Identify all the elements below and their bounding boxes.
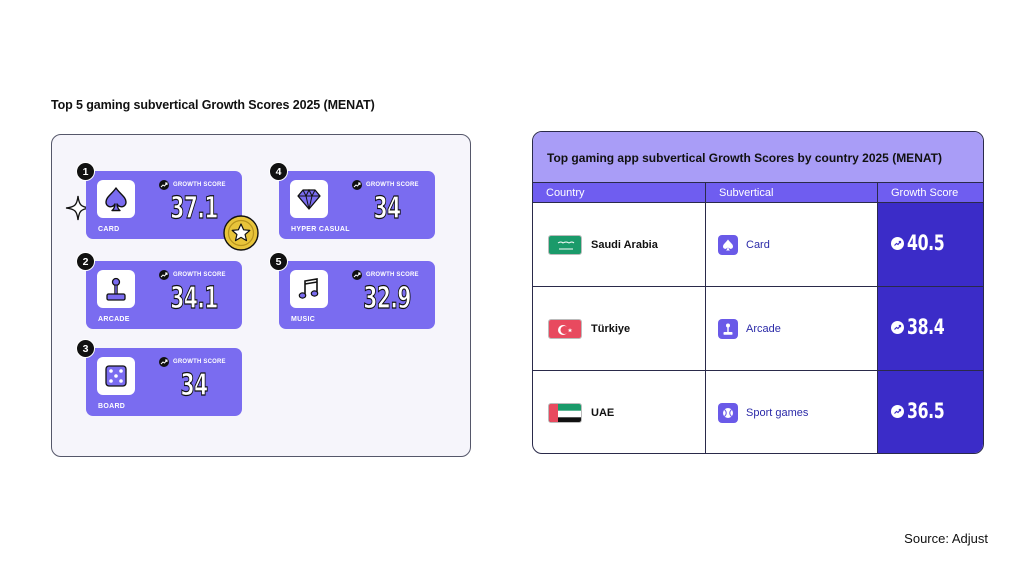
card-label: MUSIC — [291, 316, 316, 323]
diamond-icon — [297, 188, 321, 210]
star-medal-icon — [223, 215, 259, 251]
header-growth-score: Growth Score — [891, 187, 959, 199]
growth-score-value: 32.9 — [363, 280, 412, 316]
growth-score-tag: GROWTH SCORE — [159, 270, 226, 280]
subvertical-card-card: 1 CARD GROWTH SCORE 37.1 — [76, 162, 242, 239]
source-note: Source: Adjust — [904, 531, 988, 546]
table-header: Country Subvertical Growth Score — [533, 183, 983, 203]
growth-score-tag: GROWTH SCORE — [159, 180, 226, 190]
subvertical-name: Card — [746, 239, 770, 251]
spade-icon — [718, 235, 738, 255]
card-label: BOARD — [98, 403, 126, 410]
sparkle-icon — [65, 195, 91, 221]
joystick-icon — [106, 277, 126, 301]
trend-up-icon — [891, 405, 904, 418]
growth-score-value: 34 — [180, 367, 209, 403]
ball-icon — [718, 403, 738, 423]
table-row: Saudi Arabia Card 40.5 — [533, 203, 983, 286]
card-tile — [290, 180, 328, 218]
growth-score-label: GROWTH SCORE — [173, 359, 226, 365]
growth-score-tag: GROWTH SCORE — [352, 270, 419, 280]
growth-score-value: 40.5 — [907, 231, 945, 255]
country-name: Saudi Arabia — [591, 239, 658, 251]
table-row: Türkiye Arcade 38.4 — [533, 287, 983, 370]
rank-badge: 2 — [76, 252, 95, 271]
card-tile — [97, 180, 135, 218]
top5-panel: 1 CARD GROWTH SCORE 37.1 2 ARCADE — [51, 134, 471, 457]
header-subvertical: Subvertical — [719, 187, 774, 199]
joystick-icon — [718, 319, 738, 339]
spade-icon — [105, 187, 127, 212]
row-divider — [533, 370, 983, 372]
growth-score-label: GROWTH SCORE — [366, 272, 419, 278]
rank-badge: 3 — [76, 339, 95, 358]
subvertical-card-board: 3 BOARD GROWTH SCORE 34 — [76, 339, 242, 416]
subvertical-card-arcade: 2 ARCADE GROWTH SCORE 34.1 — [76, 252, 242, 329]
subvertical-name: Sport games — [746, 407, 809, 419]
trend-up-icon — [352, 180, 362, 190]
card-label: CARD — [98, 226, 120, 233]
uae-flag — [548, 403, 582, 423]
growth-score-tag: GROWTH SCORE — [159, 357, 226, 367]
music-note-icon — [298, 278, 319, 299]
card-label: ARCADE — [98, 316, 130, 323]
growth-score-value: 34.1 — [170, 280, 219, 316]
subvertical-card-music: 5 MUSIC GROWTH SCORE 32.9 — [269, 252, 435, 329]
trend-up-icon — [159, 357, 169, 367]
turkiye-flag — [548, 319, 582, 339]
growth-score-label: GROWTH SCORE — [173, 272, 226, 278]
column-divider — [705, 183, 707, 453]
card-tile — [97, 357, 135, 395]
trend-up-icon — [891, 237, 904, 250]
growth-score-tag: GROWTH SCORE — [352, 180, 419, 190]
card-tile — [290, 270, 328, 308]
row-divider — [533, 286, 983, 288]
trend-up-icon — [891, 321, 904, 334]
card-label: HYPER CASUAL — [291, 226, 350, 233]
rank-badge: 4 — [269, 162, 288, 181]
table-title: Top gaming app subvertical Growth Scores… — [547, 151, 942, 165]
main-title: Top 5 gaming subvertical Growth Scores 2… — [51, 98, 375, 112]
trend-up-icon — [159, 270, 169, 280]
trend-up-icon — [159, 180, 169, 190]
country-name: Türkiye — [591, 323, 631, 335]
table-title-bar: Top gaming app subvertical Growth Scores… — [533, 132, 983, 183]
trend-up-icon — [352, 270, 362, 280]
growth-score-value: 34 — [373, 190, 402, 226]
column-divider — [877, 183, 879, 453]
growth-score-label: GROWTH SCORE — [366, 182, 419, 188]
card-tile — [97, 270, 135, 308]
growth-score-value: 36.5 — [907, 399, 945, 423]
subvertical-name: Arcade — [746, 323, 781, 335]
country-name: UAE — [591, 407, 615, 419]
table-row: UAE Sport games 36.5 — [533, 371, 983, 453]
saudi-arabia-flag — [548, 235, 582, 255]
subvertical-card-hyper-casual: 4 HYPER CASUAL GROWTH SCORE 34 — [269, 162, 435, 239]
header-country: Country — [546, 187, 585, 199]
growth-score-label: GROWTH SCORE — [173, 182, 226, 188]
rank-badge: 5 — [269, 252, 288, 271]
growth-score-value: 38.4 — [907, 315, 945, 339]
country-table: Top gaming app subvertical Growth Scores… — [532, 131, 984, 454]
rank-badge: 1 — [76, 162, 95, 181]
dice-icon — [105, 365, 127, 387]
growth-score-value: 37.1 — [170, 190, 219, 226]
